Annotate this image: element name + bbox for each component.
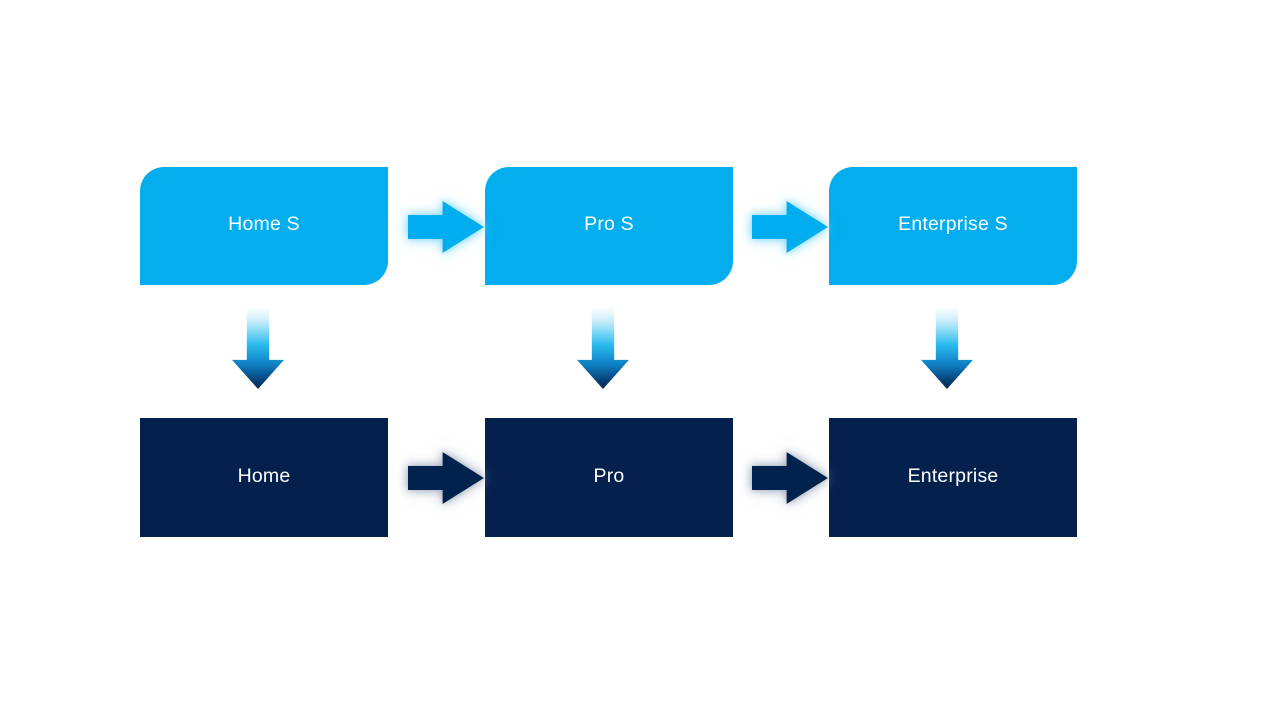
arrow-shape: [577, 307, 629, 389]
arrow-shape: [408, 452, 484, 504]
node-pro-s[interactable]: Pro S: [485, 167, 733, 285]
arrow-down-icon: [577, 307, 629, 389]
arrow-down-icon: [921, 307, 973, 389]
arrow-right-icon: [752, 452, 828, 504]
node-label: Home S: [228, 213, 300, 236]
arrow-down-icon: [232, 307, 284, 389]
node-enterprise-s[interactable]: Enterprise S: [829, 167, 1077, 285]
node-label: Pro S: [584, 213, 634, 236]
arrow-shape: [752, 452, 828, 504]
arrow-shape: [921, 307, 973, 389]
node-label: Enterprise S: [898, 213, 1008, 236]
arrow-shape: [232, 307, 284, 389]
node-label: Enterprise: [907, 464, 999, 487]
node-label: Pro: [593, 464, 625, 487]
node-home-s[interactable]: Home S: [140, 167, 388, 285]
arrow-shape: [408, 201, 484, 253]
node-home[interactable]: Home: [140, 418, 388, 537]
node-label: Home: [237, 464, 291, 487]
node-pro[interactable]: Pro: [485, 418, 733, 537]
node-enterprise[interactable]: Enterprise: [829, 418, 1077, 537]
arrow-shape: [752, 201, 828, 253]
arrow-right-icon: [752, 201, 828, 253]
arrow-right-icon: [408, 201, 484, 253]
arrow-right-icon: [408, 452, 484, 504]
